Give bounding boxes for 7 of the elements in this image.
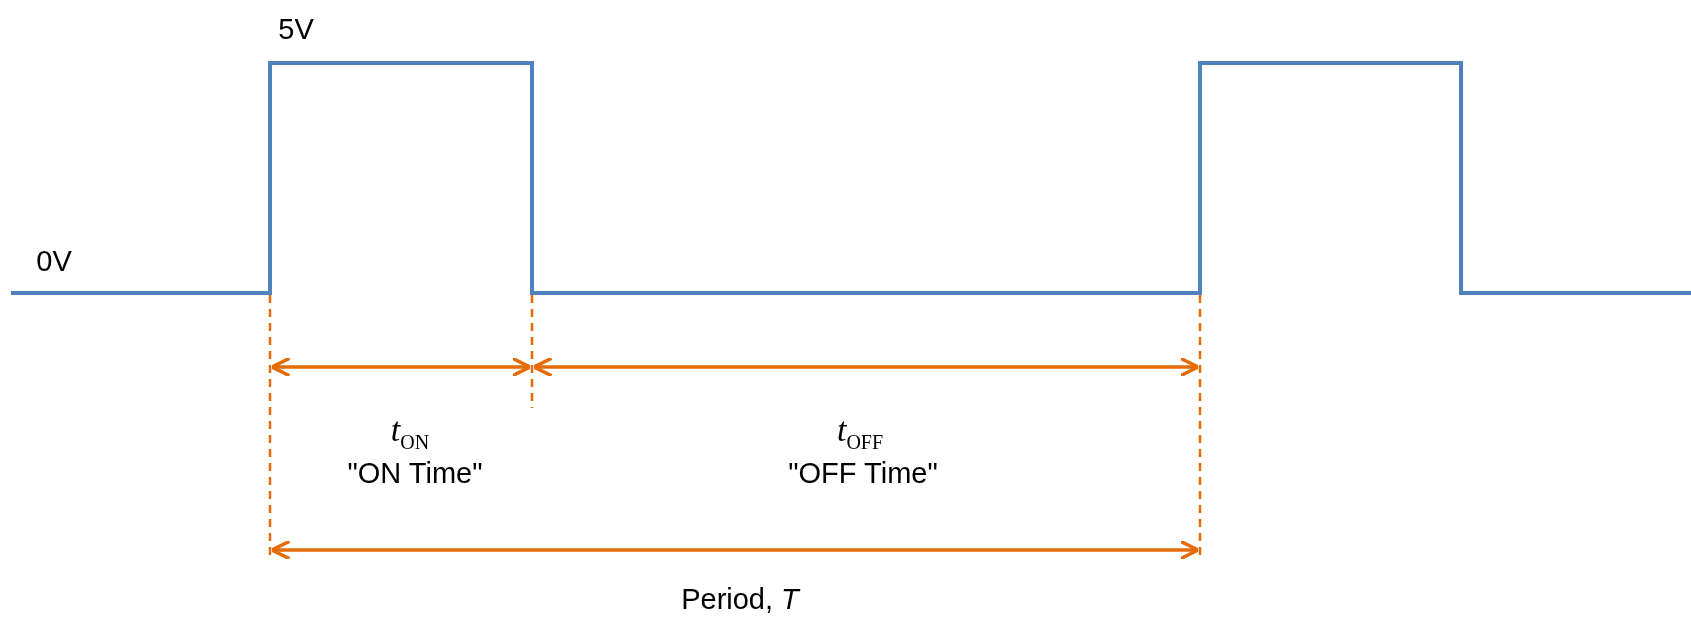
- time-label: "OFF Time": [788, 458, 938, 490]
- math-label: t$_{OFF}$: [836, 411, 884, 453]
- voltage-label: 0V: [36, 246, 72, 278]
- time-label: "ON Time": [347, 458, 483, 490]
- math-label: t$_{ON}$: [390, 411, 430, 453]
- voltage-label: 5V: [278, 14, 314, 46]
- period-label: Period, T: [681, 584, 799, 616]
